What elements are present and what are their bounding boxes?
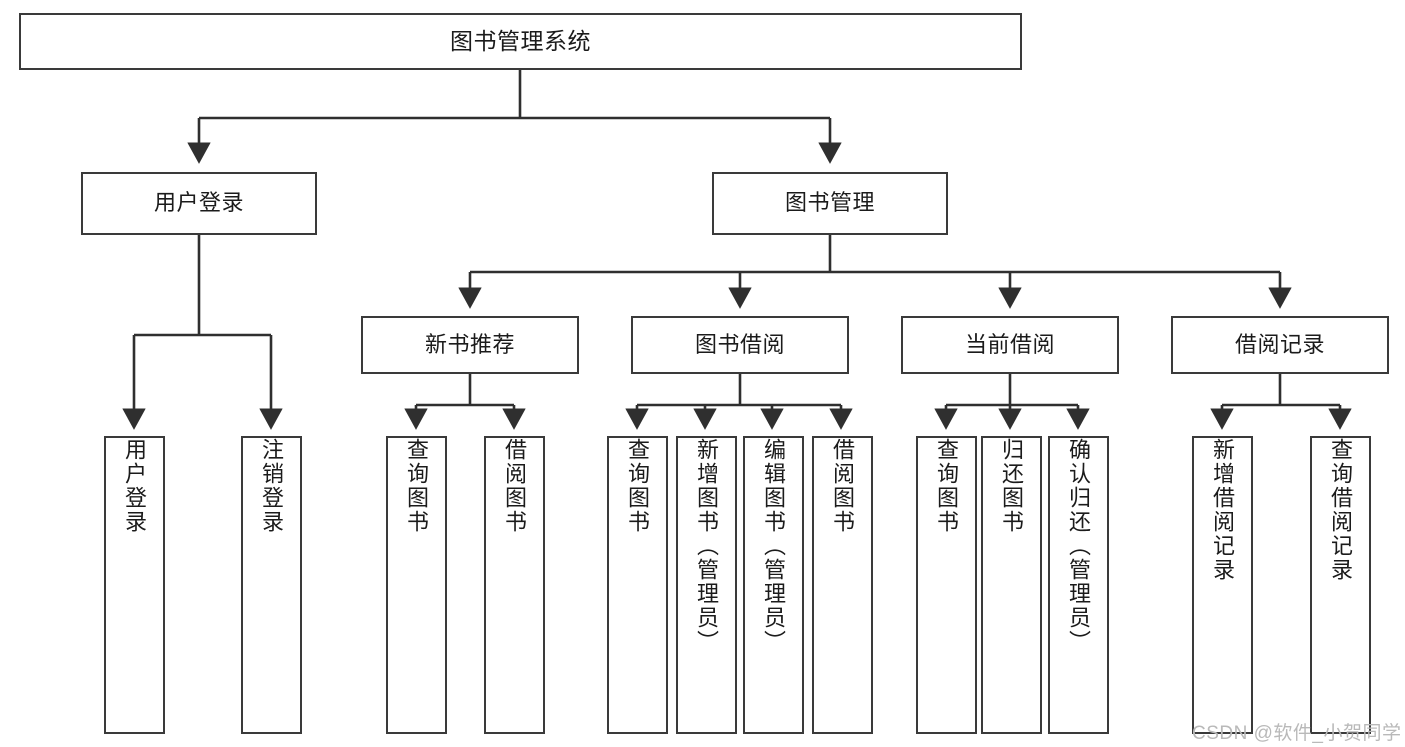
node-current-borrow-label: 当前借阅 xyxy=(964,331,1055,357)
node-leaf-confirm-return[interactable]: 确认归还（管理员） xyxy=(1048,436,1109,734)
node-new-book-recommend[interactable]: 新书推荐 xyxy=(361,316,579,374)
node-leaf-query-book-1[interactable]: 查询图书 xyxy=(386,436,447,734)
node-book-manage[interactable]: 图书管理 xyxy=(712,172,948,235)
node-root-label: 图书管理系统 xyxy=(450,27,591,54)
node-new-book-recommend-label: 新书推荐 xyxy=(424,331,515,357)
node-leaf-edit-book-label: 编辑图书（管理员） xyxy=(761,438,787,654)
node-book-borrow-label: 图书借阅 xyxy=(694,331,785,357)
node-book-manage-label: 图书管理 xyxy=(784,190,875,216)
node-leaf-add-book[interactable]: 新增图书（管理员） xyxy=(676,436,737,734)
node-leaf-logout-label: 注销登录 xyxy=(259,438,285,534)
node-leaf-return-book-label: 归还图书 xyxy=(999,438,1025,534)
node-leaf-logout[interactable]: 注销登录 xyxy=(241,436,302,734)
node-current-borrow[interactable]: 当前借阅 xyxy=(901,316,1119,374)
node-leaf-user-login-label: 用户登录 xyxy=(122,438,148,534)
node-leaf-add-book-label: 新增图书（管理员） xyxy=(694,438,720,654)
node-leaf-add-record-label: 新增借阅记录 xyxy=(1210,438,1236,582)
watermark: CSDN @软件_小贺同学 xyxy=(1192,723,1402,744)
node-leaf-add-record[interactable]: 新增借阅记录 xyxy=(1192,436,1253,734)
node-leaf-edit-book[interactable]: 编辑图书（管理员） xyxy=(743,436,804,734)
node-leaf-borrow-book-2-label: 借阅图书 xyxy=(830,438,856,534)
node-leaf-query-record[interactable]: 查询借阅记录 xyxy=(1310,436,1371,734)
node-leaf-borrow-book-2[interactable]: 借阅图书 xyxy=(812,436,873,734)
node-user-login[interactable]: 用户登录 xyxy=(81,172,317,235)
node-leaf-query-record-label: 查询借阅记录 xyxy=(1328,438,1354,582)
node-leaf-query-book-3[interactable]: 查询图书 xyxy=(916,436,977,734)
node-leaf-query-book-1-label: 查询图书 xyxy=(404,438,430,534)
node-leaf-query-book-2-label: 查询图书 xyxy=(625,438,651,534)
node-leaf-user-login[interactable]: 用户登录 xyxy=(104,436,165,734)
node-leaf-return-book[interactable]: 归还图书 xyxy=(981,436,1042,734)
node-book-borrow[interactable]: 图书借阅 xyxy=(631,316,849,374)
node-borrow-record[interactable]: 借阅记录 xyxy=(1171,316,1389,374)
node-leaf-query-book-3-label: 查询图书 xyxy=(934,438,960,534)
node-leaf-borrow-book-1[interactable]: 借阅图书 xyxy=(484,436,545,734)
node-borrow-record-label: 借阅记录 xyxy=(1234,331,1325,357)
node-leaf-confirm-return-label: 确认归还（管理员） xyxy=(1066,438,1092,654)
node-leaf-query-book-2[interactable]: 查询图书 xyxy=(607,436,668,734)
node-user-login-label: 用户登录 xyxy=(153,190,244,216)
node-root[interactable]: 图书管理系统 xyxy=(19,13,1022,70)
node-leaf-borrow-book-1-label: 借阅图书 xyxy=(502,438,528,534)
